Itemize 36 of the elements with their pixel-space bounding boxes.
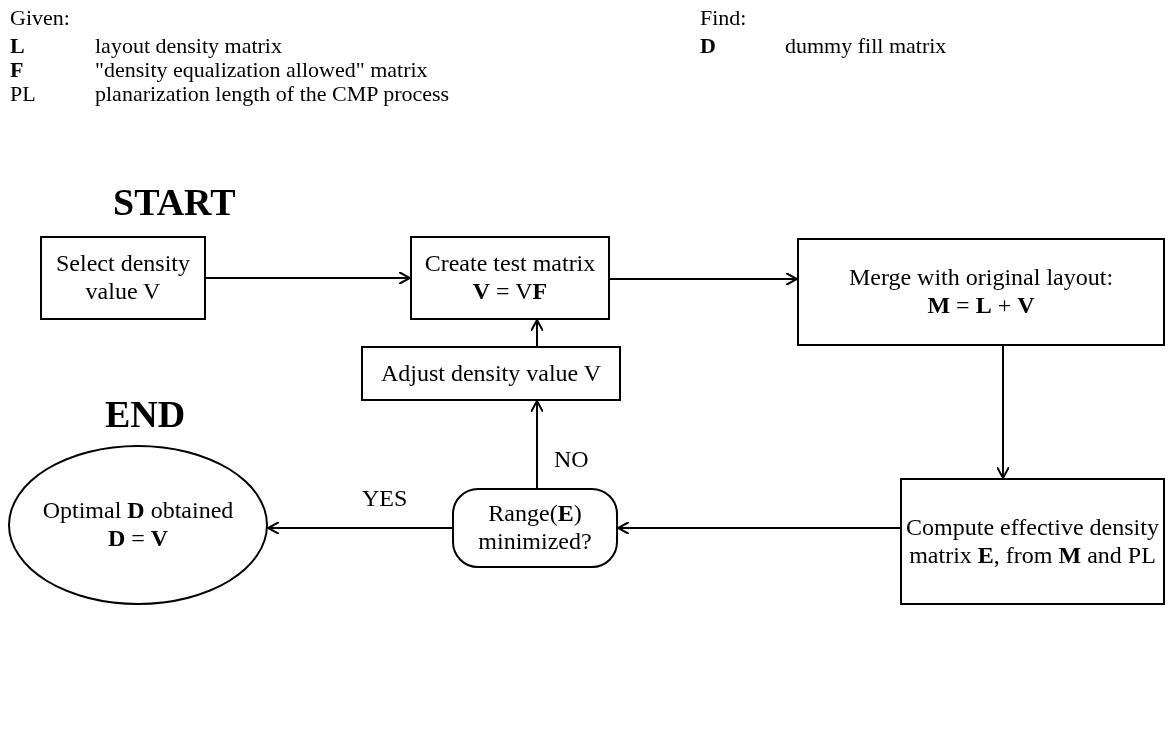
- node-text: Compute effective density matrix E, from M and PL: [906, 513, 1159, 570]
- arrow: [530, 319, 544, 347]
- description: planarization length of the CMP process: [95, 82, 450, 107]
- process-box: [40, 236, 206, 320]
- node-text: Create test matrix: [424, 250, 596, 278]
- node-text: Adjust density value V: [380, 359, 602, 388]
- node-text: Range(E) minimized?: [477, 500, 593, 556]
- heading: Find:: [700, 6, 747, 31]
- arrow: [267, 521, 453, 535]
- node-text: Select density value V: [55, 250, 191, 306]
- arrow: [617, 521, 901, 535]
- description: dummy fill matrix: [785, 34, 947, 59]
- decision-box: [452, 488, 618, 568]
- heading: Given:: [10, 6, 70, 31]
- node-text: D = V: [107, 525, 169, 553]
- description: layout density matrix: [95, 34, 282, 59]
- symbol: PL: [10, 82, 36, 107]
- description: "density equalization allowed" matrix: [95, 58, 428, 83]
- process-box: [361, 346, 621, 401]
- arrow: [530, 400, 544, 489]
- node-text: Optimal D obtained: [42, 497, 234, 525]
- matrix-symbol: L: [10, 34, 25, 59]
- node-text: Merge with original layout:: [848, 264, 1114, 292]
- arrow: [609, 272, 798, 286]
- process-box: [900, 478, 1165, 605]
- terminal-ellipse: [8, 445, 268, 605]
- arrow: [996, 345, 1010, 479]
- matrix-symbol: D: [700, 34, 716, 59]
- terminal-heading: START: [113, 180, 236, 224]
- node-text: V = VF: [472, 278, 548, 306]
- matrix-symbol: F: [10, 58, 24, 83]
- process-box: [797, 238, 1165, 346]
- node-text: M = L + V: [927, 292, 1035, 320]
- process-box: [410, 236, 610, 320]
- terminal-heading: END: [105, 392, 186, 436]
- arrow: [205, 271, 411, 285]
